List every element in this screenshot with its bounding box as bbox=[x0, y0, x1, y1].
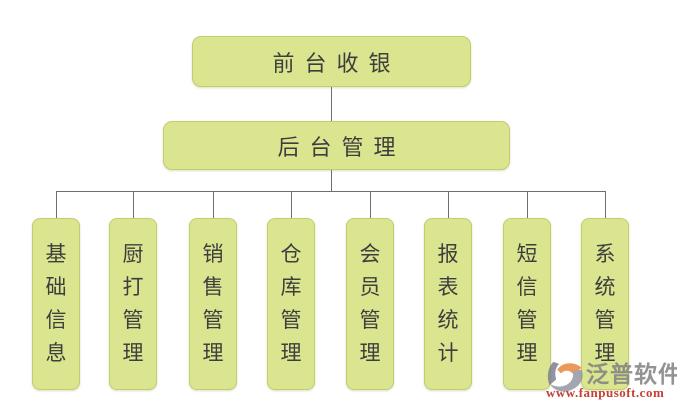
node-sms-management: 短信管理 bbox=[503, 218, 551, 390]
connector-drop-6 bbox=[448, 191, 449, 218]
watermark-brand-text: 泛普软件 bbox=[586, 361, 677, 387]
node-report-statistics-label: 报表统计 bbox=[437, 243, 459, 365]
node-kitchen-print-management: 厨打管理 bbox=[109, 218, 157, 390]
node-warehouse-management-label: 仓库管理 bbox=[280, 243, 302, 365]
connector-drop-1 bbox=[56, 191, 57, 218]
connector-drop-4 bbox=[291, 191, 292, 218]
node-member-management-label: 会员管理 bbox=[359, 243, 381, 365]
connector-bus bbox=[56, 191, 606, 192]
node-kitchen-print-management-label: 厨打管理 bbox=[122, 243, 144, 365]
node-front-cashier: 前台收银 bbox=[192, 36, 471, 87]
node-sales-management: 销售管理 bbox=[189, 218, 237, 390]
watermark: 泛普软件 www.fanpusoft.com bbox=[543, 355, 677, 405]
connector-drop-2 bbox=[133, 191, 134, 218]
node-front-cashier-label: 前台收银 bbox=[272, 50, 401, 76]
node-backend-management: 后台管理 bbox=[163, 121, 510, 170]
connector-drop-7 bbox=[527, 191, 528, 218]
node-sms-management-label: 短信管理 bbox=[516, 243, 538, 365]
connector-root-stem bbox=[331, 87, 332, 121]
connector-drop-8 bbox=[605, 191, 606, 218]
node-sales-management-label: 销售管理 bbox=[202, 243, 224, 365]
connector-backend-stem bbox=[331, 170, 332, 191]
watermark-url-text: www.fanpusoft.com bbox=[546, 385, 665, 400]
connector-drop-5 bbox=[370, 191, 371, 218]
node-report-statistics: 报表统计 bbox=[424, 218, 472, 390]
node-basic-info: 基础信息 bbox=[32, 218, 80, 390]
node-warehouse-management: 仓库管理 bbox=[267, 218, 315, 390]
node-member-management: 会员管理 bbox=[346, 218, 394, 390]
node-basic-info-label: 基础信息 bbox=[45, 243, 67, 365]
connector-drop-3 bbox=[213, 191, 214, 218]
node-system-management-label: 系统管理 bbox=[594, 243, 616, 365]
node-system-management: 系统管理 bbox=[581, 218, 629, 390]
fanpusoft-logo-icon bbox=[547, 361, 583, 392]
node-backend-management-label: 后台管理 bbox=[277, 134, 406, 160]
